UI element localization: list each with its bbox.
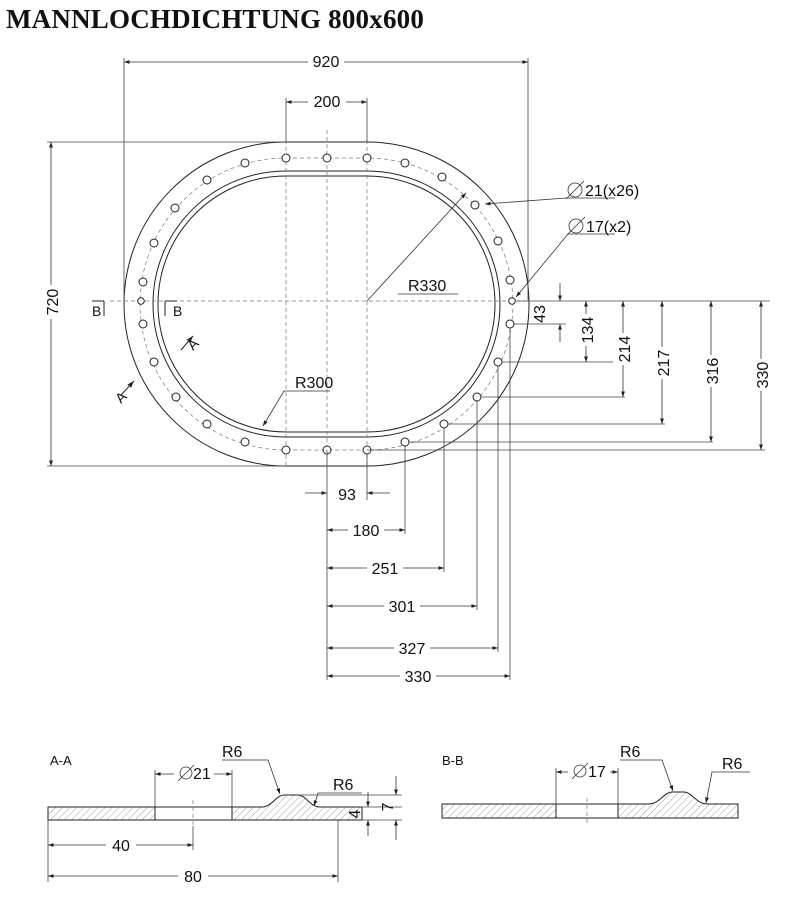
section-marker-a-lower: A (112, 380, 135, 406)
section-b-b-r6-side: R6 (722, 756, 743, 773)
section-b-b-label: B-B (442, 753, 464, 768)
r6-side-leader (313, 792, 362, 807)
hole21-label: 21(x26) (585, 183, 639, 200)
r6-top-leader (222, 759, 281, 795)
section-a-a-left-part (47, 806, 156, 821)
dim-214: 214 (617, 336, 634, 363)
dim-720: 720 (45, 289, 62, 316)
small-hole (508, 297, 516, 305)
diameter-icon (177, 764, 195, 782)
bolt-hole (400, 437, 410, 447)
bolt-hole (470, 200, 480, 210)
dim-251: 251 (372, 561, 399, 578)
section-a-a-r6-top: R6 (222, 744, 243, 761)
r300-label: R300 (295, 375, 333, 392)
section-a-a-thickness-7: 7 (380, 802, 397, 811)
dim-43: 43 (532, 305, 549, 323)
hole21-leader (484, 197, 615, 206)
section-marker-b-right: B (164, 300, 182, 319)
r330-label: R330 (408, 278, 446, 295)
bolt-hole (322, 153, 332, 163)
bolt-hole (505, 319, 515, 329)
section-a-a-dim-40: 40 (112, 838, 130, 855)
section-a-a-dim-80: 80 (184, 869, 202, 886)
diameter-icon (565, 180, 585, 200)
bolt-hole (281, 445, 291, 455)
section-marker-b-left: B (92, 300, 105, 319)
svg-text:A: A (112, 388, 130, 406)
section-b-b-hole-dim: 17 (588, 764, 606, 781)
section-b-b-r6-top: R6 (620, 744, 641, 761)
bolt-hole (240, 158, 250, 168)
bolt-hole (493, 236, 503, 246)
bolt-hole (138, 319, 148, 329)
plan-view: 920 200 720 R330 R300 21(x26) (43, 52, 773, 686)
dim-327: 327 (399, 641, 426, 658)
diameter-icon (566, 216, 586, 236)
bolt-hole (149, 357, 159, 367)
bolt-hole (505, 275, 515, 285)
bolt-hole (202, 419, 212, 429)
dim-330-vertical: 330 (755, 362, 772, 389)
dim-134: 134 (580, 317, 597, 344)
dim-93: 93 (338, 487, 356, 504)
bolt-hole (472, 392, 482, 402)
dim-301: 301 (389, 599, 416, 616)
small-hole (137, 297, 145, 305)
section-b-b-left-part (441, 803, 557, 819)
section-a-a-hole-dim: 21 (193, 766, 211, 783)
dim-180: 180 (353, 523, 380, 540)
section-a-a-right-part (231, 794, 363, 821)
dim-316: 316 (705, 358, 722, 385)
section-a-a-thickness-4: 4 (347, 809, 364, 818)
drawing-title: MANNLOCHDICHTUNG 800x600 (6, 4, 425, 34)
section-a-a-r6-side: R6 (333, 777, 354, 794)
r6-top-leader (620, 759, 674, 792)
bolt-hole (362, 153, 372, 163)
gasket-inner-outline (152, 170, 501, 438)
bolt-hole (202, 175, 212, 185)
diameter-icon (571, 762, 589, 780)
bolt-hole (240, 437, 250, 447)
bolt-hole (281, 153, 291, 163)
section-a-a: A-A 21 R6 R6 7 4 (47, 744, 402, 886)
bolt-hole (493, 357, 503, 367)
section-b-b-hole (555, 803, 619, 819)
bolt-holes (137, 153, 516, 455)
section-a-a-hole (154, 806, 233, 821)
section-b-b: B-B 17 R6 R6 (441, 744, 750, 824)
r6-side-leader (705, 771, 750, 804)
dim-217: 217 (656, 350, 673, 377)
section-a-a-label: A-A (50, 753, 72, 768)
section-marker-a-upper: A (180, 335, 202, 353)
r300-leader (262, 390, 330, 427)
bolt-circle (139, 157, 514, 451)
bolt-hole (400, 158, 410, 168)
svg-text:B: B (173, 303, 182, 319)
svg-text:B: B (92, 303, 101, 319)
bolt-hole (170, 203, 180, 213)
dim-200: 200 (314, 94, 341, 111)
dim-920: 920 (313, 54, 340, 71)
dim-330-horizontal: 330 (405, 669, 432, 686)
bolt-hole (437, 172, 447, 182)
svg-text:A: A (184, 335, 202, 353)
bolt-hole (138, 277, 148, 287)
section-b-b-right-part (617, 791, 739, 819)
gasket-inner-edge (157, 175, 496, 433)
hole17-leader (515, 233, 615, 298)
bolt-hole (149, 238, 159, 248)
hole17-label: 17(x2) (586, 219, 631, 236)
bolt-hole (439, 419, 449, 429)
gasket-outer-outline (123, 141, 530, 467)
bolt-hole (171, 392, 181, 402)
r330-leader (366, 192, 467, 302)
